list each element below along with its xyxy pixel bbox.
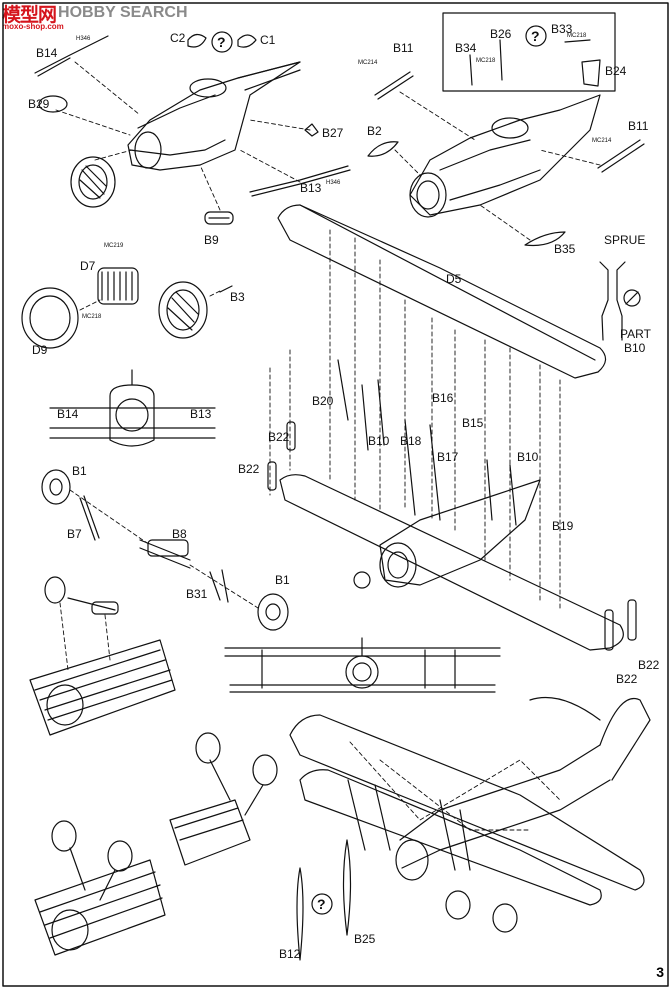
step-wing-assembly bbox=[267, 204, 637, 651]
page-number: 3 bbox=[656, 964, 664, 980]
label-B13a: B13 bbox=[300, 181, 322, 195]
step-fuselage-front-right bbox=[367, 12, 645, 247]
label-D7: D7 bbox=[80, 259, 96, 273]
label-B20: B20 bbox=[312, 394, 334, 408]
watermark-brand: HOBBY SEARCH bbox=[58, 4, 188, 21]
step-landing-gear bbox=[41, 469, 289, 631]
decal-tag-4: MC214 bbox=[592, 138, 612, 144]
decal-tag-5: MC219 bbox=[104, 243, 124, 249]
question-mark-2: ? bbox=[531, 28, 540, 44]
question-mark-3: ? bbox=[317, 896, 326, 912]
step-fuselage-front-left bbox=[34, 31, 351, 225]
step-gear-side bbox=[169, 732, 278, 866]
label-B12: B12 bbox=[279, 947, 301, 961]
label-B10a: B10 bbox=[368, 434, 390, 448]
label-B10b: B10 bbox=[517, 450, 539, 464]
sprue-part-label: PART bbox=[620, 327, 652, 341]
label-B18: B18 bbox=[400, 434, 422, 448]
label-B35: B35 bbox=[554, 242, 576, 256]
label-B11b: B11 bbox=[628, 119, 649, 133]
label-B22c: B22 bbox=[638, 658, 660, 672]
label-B1b: B1 bbox=[275, 573, 290, 587]
label-D5: D5 bbox=[446, 272, 462, 286]
label-B17: B17 bbox=[437, 450, 459, 464]
step-undercarriage-left bbox=[29, 576, 176, 736]
decal-tag-1: MC214 bbox=[358, 60, 378, 66]
label-B22a: B22 bbox=[268, 430, 290, 444]
label-B19: B19 bbox=[552, 519, 574, 533]
decal-tag-3: MC218 bbox=[567, 33, 587, 39]
label-B15: B15 bbox=[462, 416, 484, 430]
decal-tags: MC214 MC218 MC218 MC214 MC219 MC218 H346… bbox=[76, 33, 612, 320]
label-B29: B29 bbox=[28, 97, 50, 111]
label-B16: B16 bbox=[432, 391, 454, 405]
decal-tag-2: MC218 bbox=[476, 58, 496, 64]
label-D9: D9 bbox=[32, 343, 48, 357]
question-mark-1: ? bbox=[217, 34, 226, 50]
label-B9: B9 bbox=[204, 233, 219, 247]
decal-tag-6: MC218 bbox=[82, 314, 102, 320]
label-C1: C1 bbox=[260, 33, 276, 47]
watermark: 模型网 HOBBY SEARCH bbox=[2, 2, 188, 26]
part-labels: C2 C1 B14 B29 B27 B13 B9 B11 B34 B26 B33… bbox=[28, 22, 660, 961]
sprue-callout bbox=[599, 261, 641, 341]
label-B11a: B11 bbox=[393, 41, 414, 55]
watermark-logo: 模型网 bbox=[2, 3, 57, 26]
label-B7: B7 bbox=[67, 527, 82, 541]
decal-tag-8: H346 bbox=[326, 180, 341, 186]
label-B34: B34 bbox=[455, 41, 477, 55]
label-B22d: B22 bbox=[616, 672, 638, 686]
step-gear-lower-left bbox=[34, 820, 166, 956]
label-B33: B33 bbox=[551, 22, 573, 36]
step-front-view bbox=[49, 369, 216, 447]
watermark-url: moxo-shop.com bbox=[2, 22, 64, 31]
step-front-view-plane bbox=[224, 637, 501, 693]
label-B22b: B22 bbox=[238, 462, 260, 476]
label-B3: B3 bbox=[230, 290, 245, 304]
label-B2: B2 bbox=[367, 124, 382, 138]
sprue-part-id: B10 bbox=[624, 341, 646, 355]
label-B13b: B13 bbox=[190, 407, 212, 421]
label-B8: B8 bbox=[172, 527, 187, 541]
label-B1a: B1 bbox=[72, 464, 87, 478]
label-B27: B27 bbox=[322, 126, 344, 140]
sprue-title: SPRUE bbox=[604, 233, 645, 247]
label-C2: C2 bbox=[170, 31, 186, 45]
label-B14a: B14 bbox=[36, 46, 58, 60]
label-B25: B25 bbox=[354, 932, 376, 946]
label-B24: B24 bbox=[605, 64, 627, 78]
label-B26: B26 bbox=[490, 27, 512, 41]
step-engine bbox=[21, 267, 233, 349]
decal-tag-7: H346 bbox=[76, 36, 91, 42]
label-B14b: B14 bbox=[57, 407, 79, 421]
label-B31: B31 bbox=[186, 587, 208, 601]
step-complete-plane bbox=[289, 696, 651, 961]
